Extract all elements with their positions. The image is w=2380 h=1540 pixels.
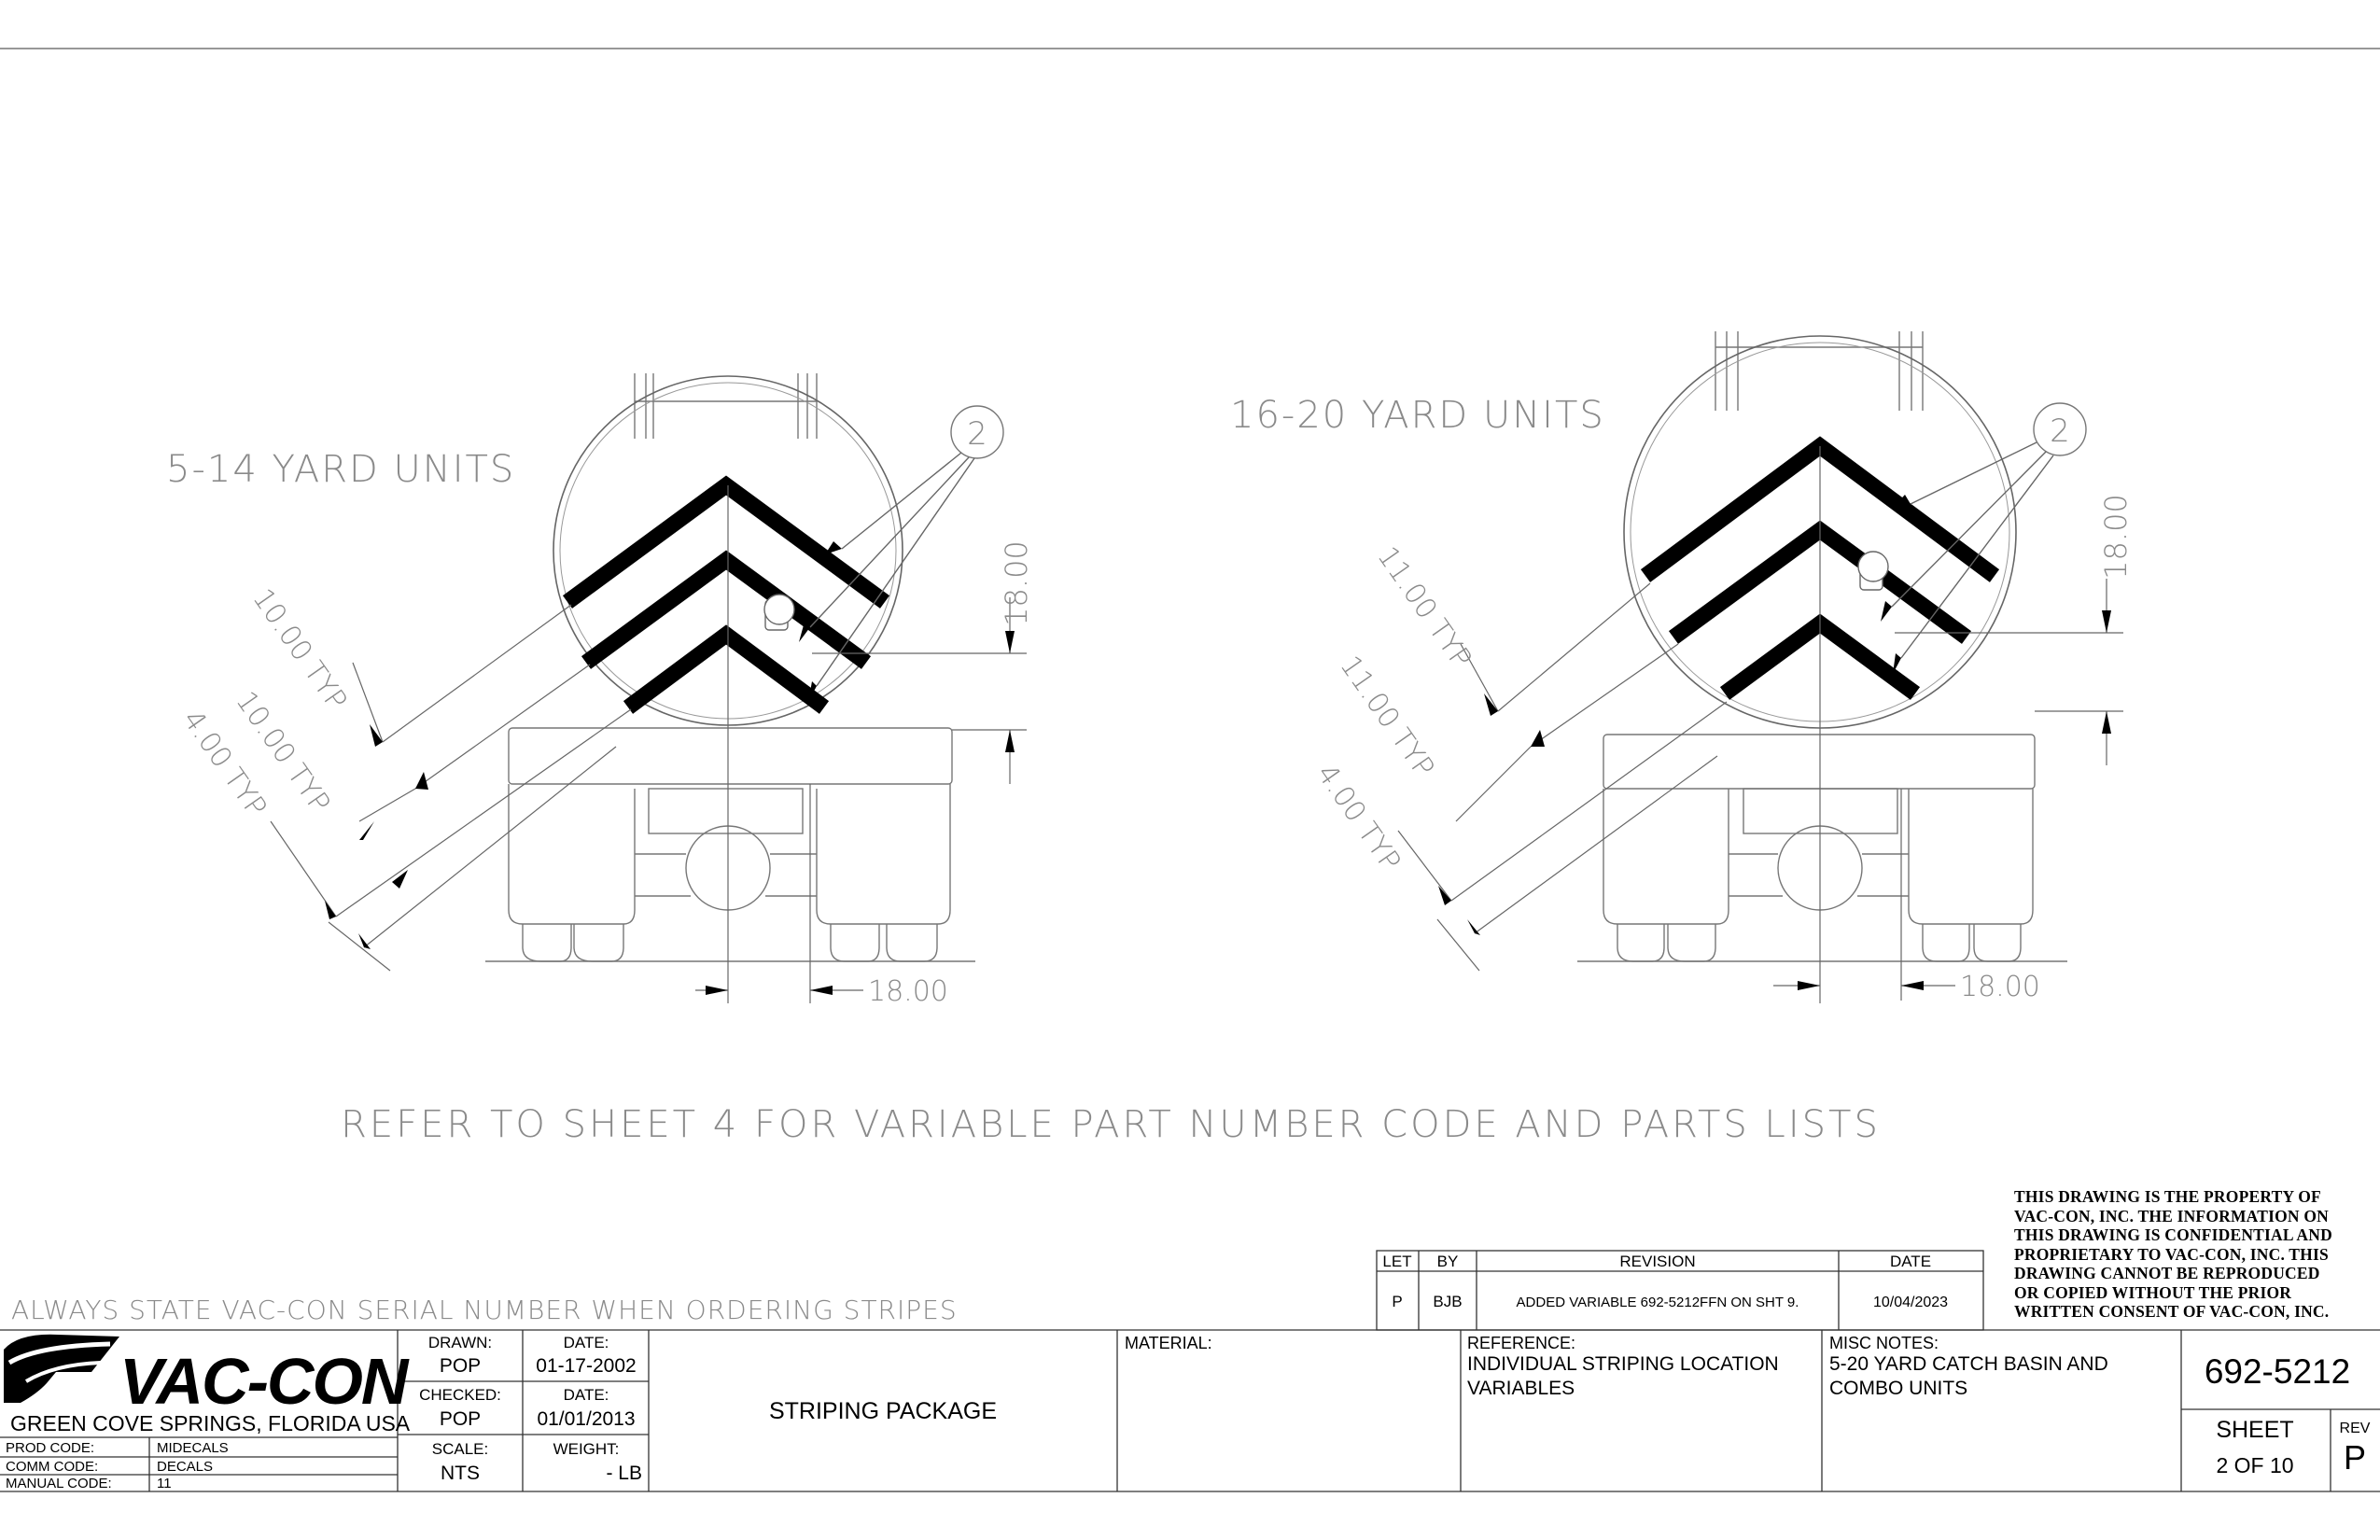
reference-label: REFERENCE:	[1467, 1334, 1575, 1352]
notice-line: OR COPIED WITHOUT THE PRIOR	[2014, 1282, 2292, 1302]
rev-header-let: LET	[1382, 1253, 1411, 1270]
reference-line-2: VARIABLES	[1467, 1378, 1575, 1399]
proprietary-notice: THIS DRAWING IS THE PROPERTY OF VAC-CON,…	[2014, 1187, 2369, 1322]
misc-notes-line-1: 5-20 YARD CATCH BASIN AND	[1829, 1353, 2108, 1375]
company-name: VAC-CON	[119, 1345, 410, 1418]
rev-cell-by: BJB	[1433, 1293, 1462, 1310]
scale-label: SCALE:	[432, 1440, 488, 1458]
part-number: 692-5212	[2205, 1352, 2350, 1391]
rev-value: P	[2344, 1438, 2366, 1477]
rev-header-date: DATE	[1890, 1253, 1931, 1270]
dim-horizontal: 18.00	[1960, 971, 2040, 1003]
material-label: MATERIAL:	[1125, 1334, 1212, 1352]
checked-value: POP	[440, 1408, 481, 1430]
prod-code-label: PROD CODE:	[6, 1440, 94, 1456]
manual-code-value: 11	[157, 1476, 172, 1491]
reference-line-1: INDIVIDUAL STRIPING LOCATION	[1467, 1353, 1779, 1375]
rev-label: REV	[2340, 1421, 2371, 1436]
title-block-grid	[0, 1329, 2380, 1491]
drawn-value: POP	[440, 1355, 481, 1377]
sheet-label: SHEET	[2216, 1417, 2293, 1443]
notice-line: THIS DRAWING IS CONFIDENTIAL AND	[2014, 1225, 2332, 1244]
misc-notes-label: MISC NOTES:	[1829, 1334, 1939, 1352]
drawn-label: DRAWN:	[428, 1334, 492, 1351]
serial-note: ALWAYS STATE VAC-CON SERIAL NUMBER WHEN …	[11, 1295, 958, 1325]
notice-line: PROPRIETARY TO VAC-CON, INC. THIS	[2014, 1244, 2329, 1264]
manual-code-label: MANUAL CODE:	[6, 1476, 112, 1491]
rev-header-by: BY	[1437, 1253, 1459, 1270]
vac-con-logo: VAC-CON	[4, 1334, 412, 1418]
prod-code-value: MIDECALS	[157, 1440, 229, 1456]
notice-line: THIS DRAWING IS THE PROPERTY OF	[2014, 1187, 2321, 1206]
comm-code-label: COMM CODE:	[6, 1459, 98, 1475]
company-location: GREEN COVE SPRINGS, FLORIDA USA	[10, 1411, 411, 1435]
checked-label: CHECKED:	[419, 1386, 501, 1404]
notice-line: DRAWING CANNOT BE REPRODUCED	[2014, 1264, 2320, 1282]
weight-value: - LB	[606, 1463, 642, 1484]
sheet-value: 2 OF 10	[2216, 1453, 2293, 1477]
notice-line: VAC-CON, INC. THE INFORMATION ON	[2014, 1206, 2329, 1225]
view-16-20-yard: 16-20 YARD UNITS 2	[1230, 331, 2134, 1003]
balloon-number: 2	[2050, 413, 2070, 450]
drawn-date: 01-17-2002	[536, 1355, 636, 1377]
checked-date: 01/01/2013	[537, 1408, 635, 1430]
dim-horizontal: 18.00	[868, 975, 948, 1008]
rev-cell-revision: ADDED VARIABLE 692-5212FFN ON SHT 9.	[1517, 1295, 1799, 1310]
drawn-date-label: DATE:	[564, 1334, 609, 1351]
rev-cell-date: 10/04/2023	[1873, 1295, 1948, 1310]
typ-label-1: 11.00 TYP	[1370, 541, 1477, 675]
scale-value: NTS	[441, 1463, 480, 1484]
weight-label: WEIGHT:	[553, 1440, 620, 1458]
misc-notes-line-2: COMBO UNITS	[1829, 1378, 1967, 1399]
refer-note: REFER TO SHEET 4 FOR VARIABLE PART NUMBE…	[341, 1103, 1881, 1146]
balloon-number: 2	[967, 415, 987, 453]
view-title: 5-14 YARD UNITS	[166, 448, 515, 491]
drawing-title: STRIPING PACKAGE	[769, 1398, 997, 1424]
notice-line: WRITTEN CONSENT OF VAC-CON, INC.	[2014, 1302, 2330, 1321]
view-title: 16-20 YARD UNITS	[1230, 394, 1605, 437]
typ-label-2: 11.00 TYP	[1333, 651, 1440, 784]
comm-code-value: DECALS	[157, 1459, 213, 1475]
dim-vertical: 18.00	[2098, 494, 2134, 580]
dim-vertical: 18.00	[999, 540, 1034, 626]
checked-date-label: DATE:	[564, 1386, 609, 1404]
rev-header-revision: REVISION	[1619, 1253, 1695, 1270]
typ-label-3: 4.00 TYP	[1309, 759, 1407, 877]
rev-cell-let: P	[1392, 1293, 1402, 1310]
view-5-14-yard: 5-14 YARD UNITS	[166, 373, 1034, 1008]
